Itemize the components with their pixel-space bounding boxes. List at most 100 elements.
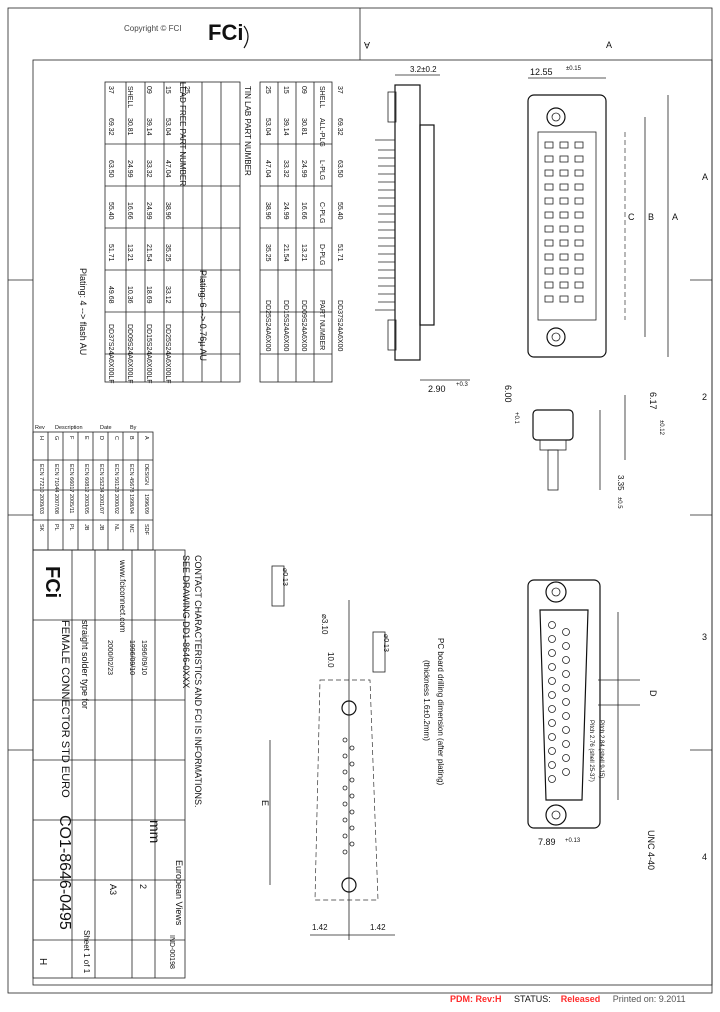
svg-text:MC: MC bbox=[128, 524, 134, 533]
dim-600-tol: +0.1 bbox=[513, 412, 519, 425]
svg-text:SDF: SDF bbox=[143, 524, 149, 536]
svg-text:ALL-PLG: ALL-PLG bbox=[318, 118, 325, 147]
svg-text:SK: SK bbox=[38, 524, 44, 532]
svg-text:21.54: 21.54 bbox=[282, 244, 289, 262]
svg-text:30.81: 30.81 bbox=[126, 118, 133, 136]
bottom-dim: 2.90 bbox=[428, 384, 446, 394]
svg-text:35.25: 35.25 bbox=[164, 244, 171, 262]
date-3: 2000/02/23 bbox=[106, 640, 113, 675]
bottom-view: D 7.89 +0.13 UNC 4-40 Pitch 2.76 (shell … bbox=[527, 579, 658, 870]
title-line-1: FEMALE CONNECTOR STD EURO bbox=[59, 620, 71, 798]
contact-note: CONTACT CHARACTERISTICS AND FCI IS INFOR… bbox=[193, 555, 203, 808]
svg-text:55.40: 55.40 bbox=[107, 202, 114, 220]
revision-letter: H bbox=[37, 958, 48, 965]
svg-text:By: By bbox=[130, 425, 137, 431]
units-label: mm bbox=[147, 820, 163, 843]
dim-617-tol: ±0.12 bbox=[658, 420, 664, 436]
european-views: European Views bbox=[174, 860, 184, 926]
pitch-2: 1.42 bbox=[370, 923, 386, 932]
svg-text:38.96: 38.96 bbox=[164, 202, 171, 220]
pitch-note-2: Pitch 2.84 (shell 9-15) bbox=[598, 720, 604, 778]
lead-free-table-title: LEAD FREE PART NUMBER bbox=[178, 82, 187, 186]
svg-text:1996/09: 1996/09 bbox=[143, 494, 149, 514]
zone-letter-top-right: A bbox=[606, 40, 612, 50]
svg-text:2007/08: 2007/08 bbox=[53, 494, 59, 514]
svg-text:47.04: 47.04 bbox=[164, 160, 171, 178]
svg-text:53.04: 53.04 bbox=[264, 118, 271, 136]
svg-text:63.50: 63.50 bbox=[107, 160, 114, 178]
sheet-label: Sheet 1 of 1 bbox=[82, 930, 91, 974]
svg-text:63.50: 63.50 bbox=[336, 160, 343, 178]
svg-text:13.21: 13.21 bbox=[300, 244, 307, 262]
lead-free-table bbox=[104, 81, 241, 383]
revision-table bbox=[32, 431, 154, 551]
svg-text:25: 25 bbox=[183, 86, 190, 94]
svg-text:SHELL: SHELL bbox=[126, 86, 133, 108]
hole-note-1: PC board drilling dimension (after plati… bbox=[436, 638, 445, 786]
svg-text:ECN 60812: ECN 60812 bbox=[83, 464, 89, 492]
svg-text:ECN 77210: ECN 77210 bbox=[38, 464, 44, 492]
zone-letter-top-left: A bbox=[364, 40, 370, 50]
lead-free-table-cells: SHELL 30.81 24.99 16.66 13.21 10.36 DD09… bbox=[107, 86, 190, 384]
svg-text:49.68: 49.68 bbox=[107, 286, 114, 304]
title-line-2: straight solder type for bbox=[80, 620, 90, 709]
svg-text:39.14: 39.14 bbox=[282, 118, 289, 136]
zone-letter-side-2: 2 bbox=[702, 392, 707, 402]
dim-label-c: C bbox=[628, 212, 635, 222]
plating-note-2: Plating: 6 --> 0.76µ AU bbox=[198, 270, 208, 361]
svg-text:ECN 71044: ECN 71044 bbox=[53, 464, 59, 492]
svg-text:38.96: 38.96 bbox=[264, 202, 271, 220]
svg-text:15: 15 bbox=[164, 86, 171, 94]
svg-text:16.66: 16.66 bbox=[300, 202, 307, 220]
tin-lab-table bbox=[259, 81, 333, 383]
svg-text:10.36: 10.36 bbox=[126, 286, 133, 304]
dim-label-d: D bbox=[648, 690, 658, 697]
svg-text:37: 37 bbox=[336, 86, 343, 94]
svg-text:JB: JB bbox=[83, 524, 89, 531]
svg-text:51.71: 51.71 bbox=[107, 244, 114, 262]
dim-label-e: E bbox=[260, 800, 270, 806]
svg-text:PL: PL bbox=[68, 524, 74, 531]
svg-text:DD15S24A6X00: DD15S24A6X00 bbox=[282, 300, 289, 351]
svg-text:09: 09 bbox=[300, 86, 307, 94]
svg-text:2001/07: 2001/07 bbox=[98, 494, 104, 514]
front-view: 12.55 ±0.15 A B C bbox=[527, 66, 678, 358]
bottom-dim-tol: +0.3 bbox=[456, 382, 469, 388]
svg-text:53.04: 53.04 bbox=[164, 118, 171, 136]
svg-text:E: E bbox=[83, 436, 89, 440]
title-block bbox=[32, 549, 186, 979]
fci-logo-top: FCi bbox=[208, 20, 249, 49]
pdm-revision: PDM: Rev:H bbox=[450, 994, 502, 1004]
dim-600: 6.00 bbox=[503, 385, 513, 403]
svg-text:2003/05: 2003/05 bbox=[83, 494, 89, 514]
svg-text:69.32: 69.32 bbox=[336, 118, 343, 136]
svg-text:16.66: 16.66 bbox=[126, 202, 133, 220]
svg-text:G: G bbox=[53, 436, 59, 440]
svg-text:L-PLG: L-PLG bbox=[318, 160, 325, 180]
svg-text:DD25S24A6X00: DD25S24A6X00 bbox=[264, 300, 271, 351]
svg-text:24.99: 24.99 bbox=[126, 160, 133, 178]
company-website: www.fciconnect.com bbox=[118, 559, 127, 633]
svg-text:24.99: 24.99 bbox=[300, 160, 307, 178]
svg-text:F: F bbox=[68, 436, 74, 440]
svg-text:13.21: 13.21 bbox=[126, 244, 133, 262]
svg-text:D: D bbox=[98, 436, 104, 440]
svg-text:18.69: 18.69 bbox=[145, 286, 152, 304]
date-1: 1996/09/10 bbox=[140, 640, 147, 675]
svg-text:47.04: 47.04 bbox=[264, 160, 271, 178]
dim-label-a: A bbox=[672, 212, 678, 222]
svg-text:2005/11: 2005/11 bbox=[68, 494, 74, 513]
side-view: 3.2±0.2 2.90 +0.3 bbox=[375, 65, 470, 394]
size-label: A3 bbox=[108, 884, 118, 895]
dim-335: 3.35 bbox=[616, 475, 625, 491]
status-bar: PDM: Rev:H STATUS:Released Printed on: 9… bbox=[450, 994, 696, 1004]
svg-text:DD09S24A6X00LF: DD09S24A6X00LF bbox=[126, 324, 133, 384]
svg-text:37: 37 bbox=[107, 86, 114, 94]
svg-text:DD25S24A6X00LF: DD25S24A6X00LF bbox=[164, 324, 171, 384]
svg-text:21.54: 21.54 bbox=[145, 244, 152, 262]
svg-text:33.12: 33.12 bbox=[164, 286, 171, 304]
pitch-note-1: Pitch 2.76 (shell 25-37) bbox=[588, 720, 594, 782]
dim-617: 6.17 bbox=[648, 392, 658, 410]
date-2: 1996/09/10 bbox=[128, 640, 135, 675]
